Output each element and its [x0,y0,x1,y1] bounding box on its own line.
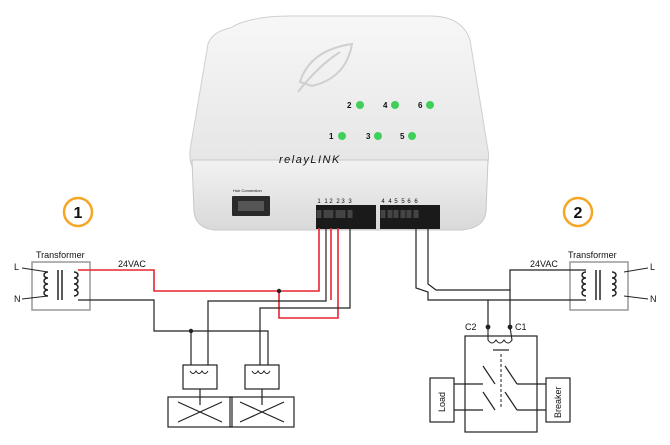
circuit-2-line-label: L [650,262,655,272]
terminal-screw[interactable] [400,210,406,218]
circuit-1-transformer-label: Transformer [36,250,85,260]
circuit-2-voltage-label: 24VAC [530,259,558,269]
terminal-number: 5 [394,199,398,205]
load-label: Load [437,392,447,412]
led-1-indicator [338,132,346,140]
circuit-1-voltage-label: 24VAC [118,259,146,269]
circuit-1: 1 Transformer L N 24VAC [14,196,351,428]
circuit-1-line-label: L [14,262,19,272]
terminal-screw[interactable] [380,210,386,218]
led-3-indicator [374,132,382,140]
circuit-1-hot-wire [78,228,339,319]
circuit-2-wire [415,228,586,330]
hub-port-label: Hub Connection [233,188,262,193]
terminal-number: 1 [317,199,321,205]
terminal-screw[interactable] [406,210,412,218]
circuit-1-badge-number: 1 [74,205,83,222]
zone-valve-2-icon [229,364,295,428]
terminal-screw[interactable] [316,210,322,218]
terminal-screw[interactable] [347,210,353,218]
circuit-2: 2 Transformer L N 24VAC C2 C1 [415,196,657,433]
led-label-2: 2 [347,101,352,110]
terminal-screw[interactable] [387,210,393,218]
circuit-2-badge-number: 2 [574,205,583,222]
contactor-c2-label: C2 [465,322,477,332]
circuit-1-hot-junction [276,288,282,294]
terminal-number: 3 [341,199,345,205]
led-6-indicator [426,101,434,109]
terminal-number: 4 [388,199,392,205]
led-label-1: 1 [329,132,334,141]
circuit-1-common-junction-a [188,328,194,334]
breaker-box: Breaker [545,377,571,423]
terminal-number: 6 [414,199,418,205]
contactor-c1-label: C1 [515,322,527,332]
terminal-number: 2 [336,199,340,205]
led-label-4: 4 [383,101,388,110]
breaker-label: Breaker [553,386,563,418]
terminal-number: 6 [407,199,411,205]
load-box: Load [429,377,455,423]
terminal-screw[interactable] [413,210,419,218]
led-label-3: 3 [366,132,371,141]
terminal-number: 3 [348,199,352,205]
terminal-screw[interactable] [340,210,346,218]
terminal-screw[interactable] [328,210,334,218]
terminal-screw[interactable] [393,210,399,218]
circuit-1-transformer-icon [31,261,91,311]
led-label-6: 6 [418,101,423,110]
terminal-number: 5 [401,199,405,205]
zone-valve-1-icon [167,364,233,428]
circuit-2-badge [562,196,594,228]
contactor-icon [454,326,546,433]
circuit-2-transformer-label: Transformer [568,250,617,260]
leaf-logo-icon [297,42,354,93]
terminal-screw[interactable] [335,210,341,218]
circuit-1-neutral-label: N [14,294,21,304]
led-4-indicator [391,101,399,109]
brand-name: relayLINK [279,154,341,166]
terminal-number: 2 [329,199,333,205]
circuit-1-common-wire [78,228,351,365]
led-label-5: 5 [400,132,405,141]
terminal-number: 1 [324,199,328,205]
led-5-indicator [408,132,416,140]
terminal-number: 4 [381,199,385,205]
terminal-screw[interactable] [323,210,329,218]
circuit-2-transformer-icon [569,261,629,311]
circuit-1-badge [62,196,94,228]
circuit-2-neutral-label: N [650,294,657,304]
led-2-indicator [356,101,364,109]
hub-connection-port[interactable] [232,196,270,216]
